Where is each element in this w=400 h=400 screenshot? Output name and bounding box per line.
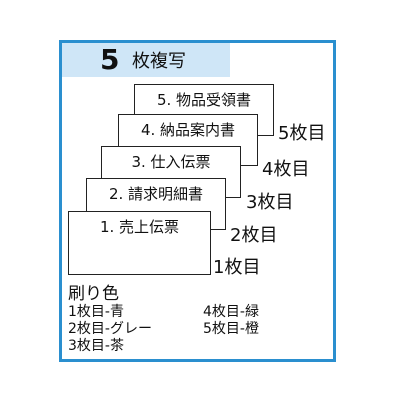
print-color-item-3: 3枚目-茶 (68, 338, 124, 354)
sheet-3-label: 3. 仕入伝票 (131, 153, 211, 171)
sheet-3-count: 3枚目 (246, 192, 294, 213)
sheet-5-count: 5枚目 (278, 123, 326, 144)
title-band: 5 枚複写 (62, 43, 230, 77)
sheet-4-count: 4枚目 (262, 159, 310, 180)
sheet-5-label: 5. 物品受領書 (156, 91, 252, 109)
print-color-item-2: 2枚目-グレー (68, 321, 152, 337)
sheet-1-label: 1. 売上伝票 (99, 218, 180, 236)
sheet-1-count: 1枚目 (213, 257, 261, 278)
sheet-2-label: 2. 請求明細書 (108, 185, 204, 203)
copy-count-label: 枚複写 (132, 51, 186, 72)
sheet-4-label: 4. 納品案内書 (140, 121, 236, 139)
sheet-2-count: 2枚目 (230, 225, 278, 246)
sheet-1: 1. 売上伝票 (68, 211, 211, 275)
print-color-title: 刷り色 (68, 284, 119, 304)
print-color-item-1: 1枚目-青 (68, 304, 124, 320)
copy-count-number: 5 (100, 43, 120, 76)
print-color-item-5: 5枚目-橙 (203, 321, 259, 337)
print-color-item-4: 4枚目-緑 (203, 304, 259, 320)
